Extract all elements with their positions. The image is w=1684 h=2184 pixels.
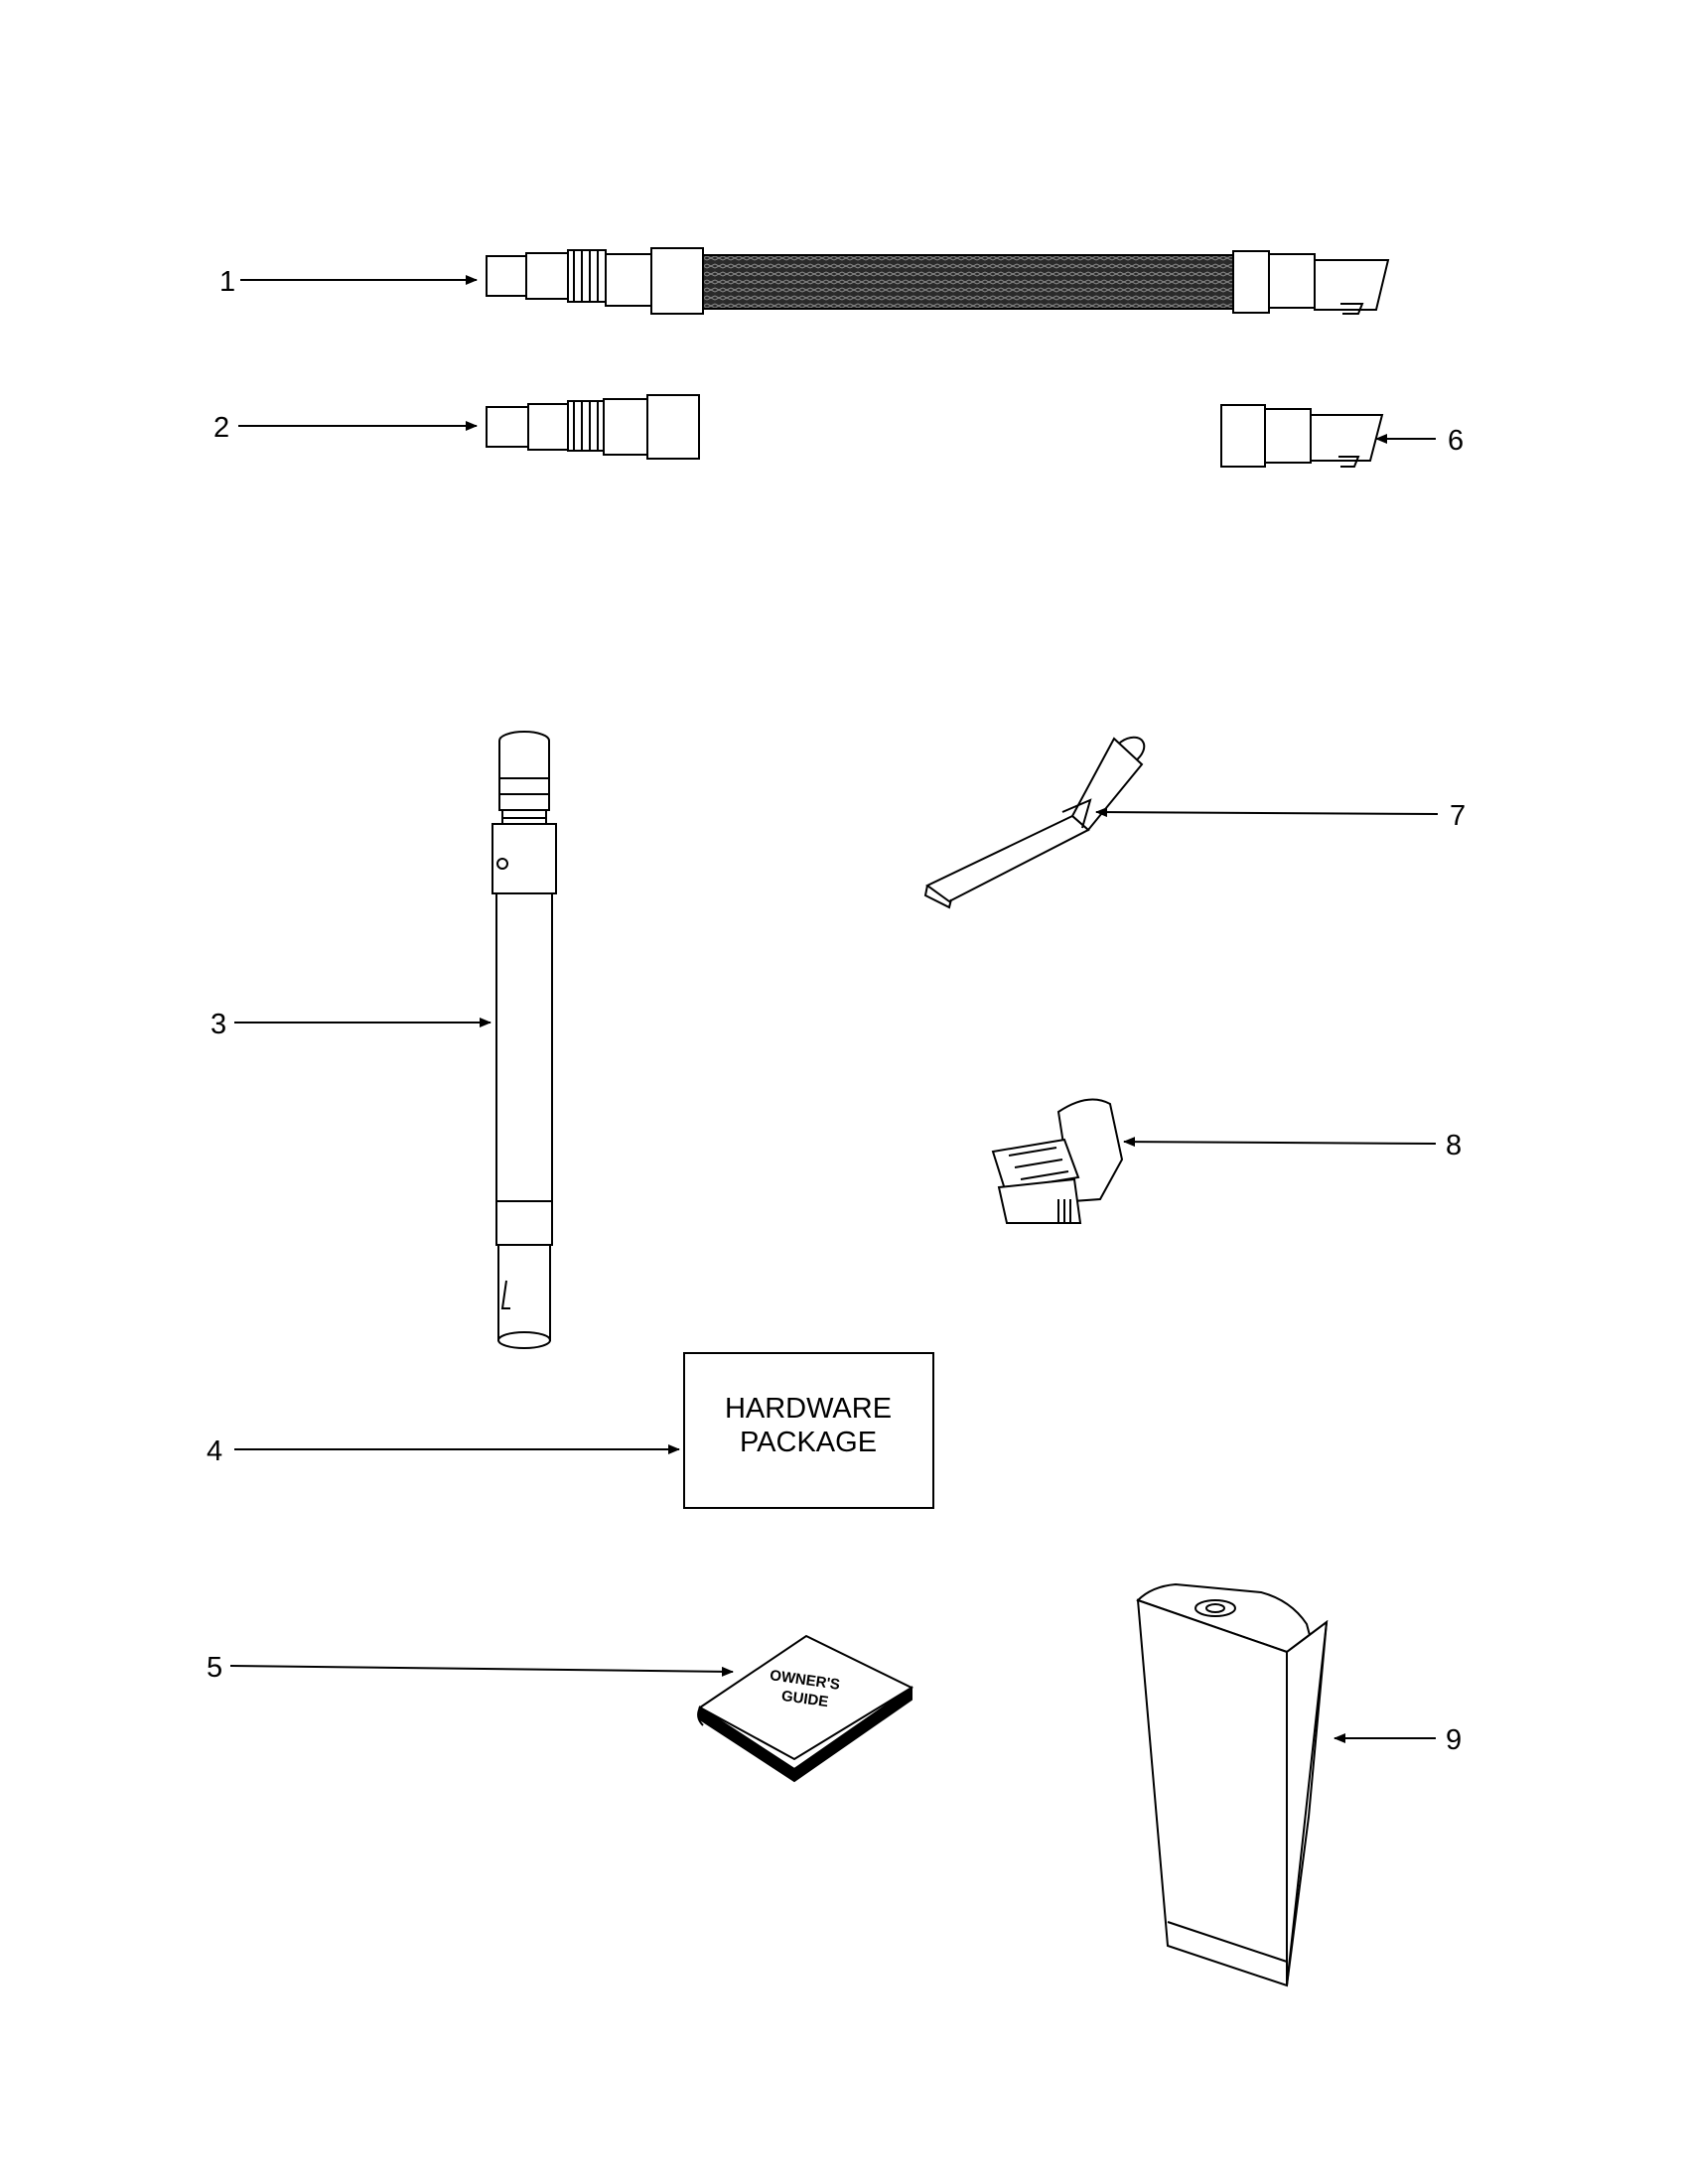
callout-6: 6 (1448, 425, 1464, 457)
hardware-package-line2: PACKAGE (740, 1427, 877, 1458)
callout-9: 9 (1446, 1724, 1462, 1756)
leader-8 (1123, 1137, 1437, 1148)
callout-7: 7 (1450, 800, 1466, 832)
callout-numbers: 1 2 3 4 5 6 7 8 9 (207, 266, 1466, 1756)
owners-guide-book-icon: OWNER'S GUIDE (697, 1634, 914, 1783)
vacuum-bag-icon (1136, 1582, 1329, 1987)
callout-3: 3 (210, 1009, 226, 1040)
callout-leaders (229, 275, 1439, 1743)
callout-2: 2 (213, 412, 229, 444)
callout-8: 8 (1446, 1130, 1462, 1161)
callout-4: 4 (207, 1435, 222, 1467)
leader-7 (1095, 807, 1439, 818)
callout-1: 1 (219, 266, 235, 298)
crevice-tool-icon (923, 736, 1146, 909)
callout-5: 5 (207, 1652, 222, 1684)
owners-guide-line2: GUIDE (780, 1688, 829, 1710)
hardware-package-icon: HARDWARE PACKAGE (683, 1352, 934, 1509)
leader-5 (229, 1665, 734, 1677)
extension-wand-icon (491, 731, 557, 1349)
hose-end-handle-icon (486, 394, 700, 460)
dusting-brush-icon (991, 1098, 1124, 1224)
hose-end-nozzle-icon (1220, 404, 1384, 468)
hose-assembly-icon (486, 247, 1390, 315)
hardware-package-line1: HARDWARE (725, 1393, 892, 1425)
